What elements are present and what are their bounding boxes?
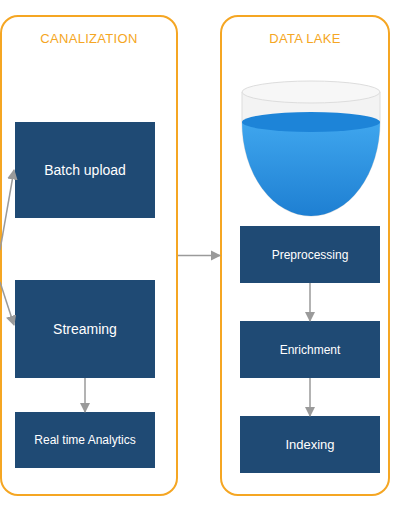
process-box: Real time Analytics: [15, 412, 155, 468]
box-label: Batch upload: [44, 162, 126, 178]
process-box: Batch upload: [15, 122, 155, 218]
group-panel: CANALIZATION Batch uploadStreamingReal ti…: [0, 15, 178, 496]
box-label: Enrichment: [280, 343, 341, 357]
box-label: Preprocessing: [272, 248, 349, 262]
process-box: Enrichment: [240, 321, 380, 378]
group-title: CANALIZATION: [2, 17, 176, 46]
process-box: Indexing: [240, 416, 380, 473]
flow-arrow: [84, 378, 86, 412]
box-text: Real time Analytics: [34, 433, 135, 447]
box-label: Streaming: [53, 321, 117, 337]
box-text: Streaming: [53, 321, 117, 337]
incoming-line: [0, 282, 14, 325]
bowl-glass: [242, 92, 380, 216]
box-text: Batch upload: [44, 162, 126, 178]
group-title: DATA LAKE: [222, 17, 388, 46]
process-box: Preprocessing: [240, 226, 380, 283]
water-body: [242, 122, 380, 216]
box-text: Enrichment: [280, 343, 341, 357]
group-panel: DATA LAKE PreprocessingEnrichmentIndexing: [220, 15, 390, 496]
flow-arrow: [309, 378, 311, 416]
box-text: Indexing: [285, 437, 334, 452]
bowl-rim: [242, 81, 380, 103]
box-text: Preprocessing: [272, 248, 349, 262]
process-box: Streaming: [15, 280, 155, 378]
water-surface: [242, 112, 380, 132]
box-label: Real time Analytics: [34, 433, 135, 447]
incoming-line: [0, 170, 14, 250]
flow-arrow: [178, 255, 220, 257]
box-label: Indexing: [285, 437, 334, 452]
flow-arrow: [309, 283, 311, 321]
